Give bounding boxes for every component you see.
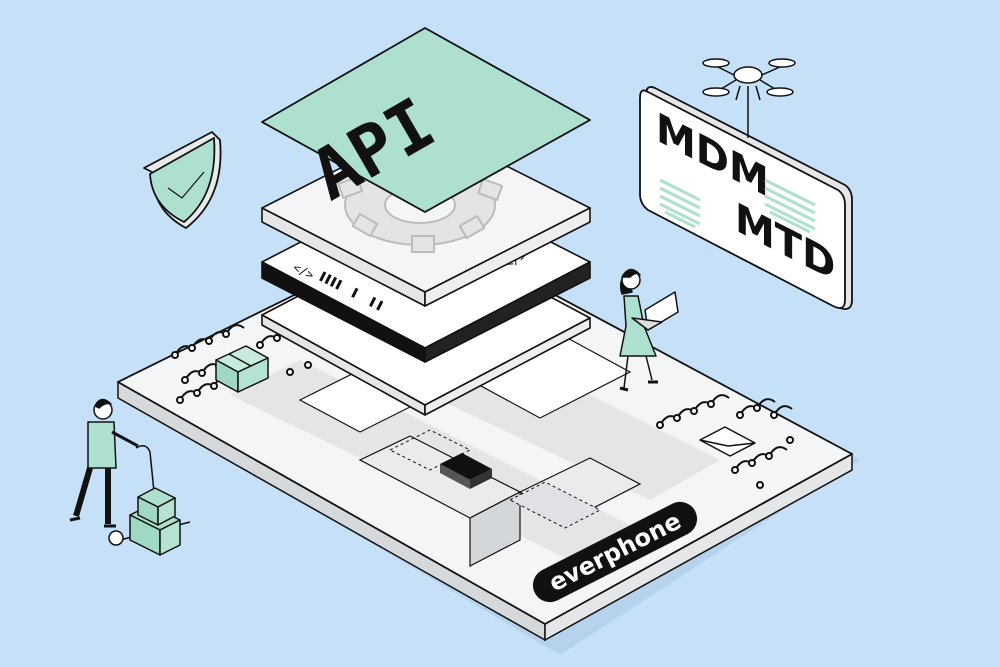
boxes: [129, 487, 181, 556]
mdm-panel: MDM MTD: [639, 86, 853, 310]
connector-cluster-right: [656, 394, 794, 489]
person-with-hand-truck: [69, 398, 191, 556]
mdm-text-lines: [659, 178, 816, 234]
shield-icon: [143, 131, 222, 229]
tile-cluster: [358, 429, 642, 567]
package-icon: [215, 345, 269, 393]
layer-api: API: [261, 27, 591, 216]
chip: [440, 453, 492, 489]
drone-icon: [702, 58, 796, 101]
laptop-icon: [631, 291, 679, 331]
envelope-icon: [699, 426, 756, 457]
person-with-laptop: [619, 268, 679, 392]
